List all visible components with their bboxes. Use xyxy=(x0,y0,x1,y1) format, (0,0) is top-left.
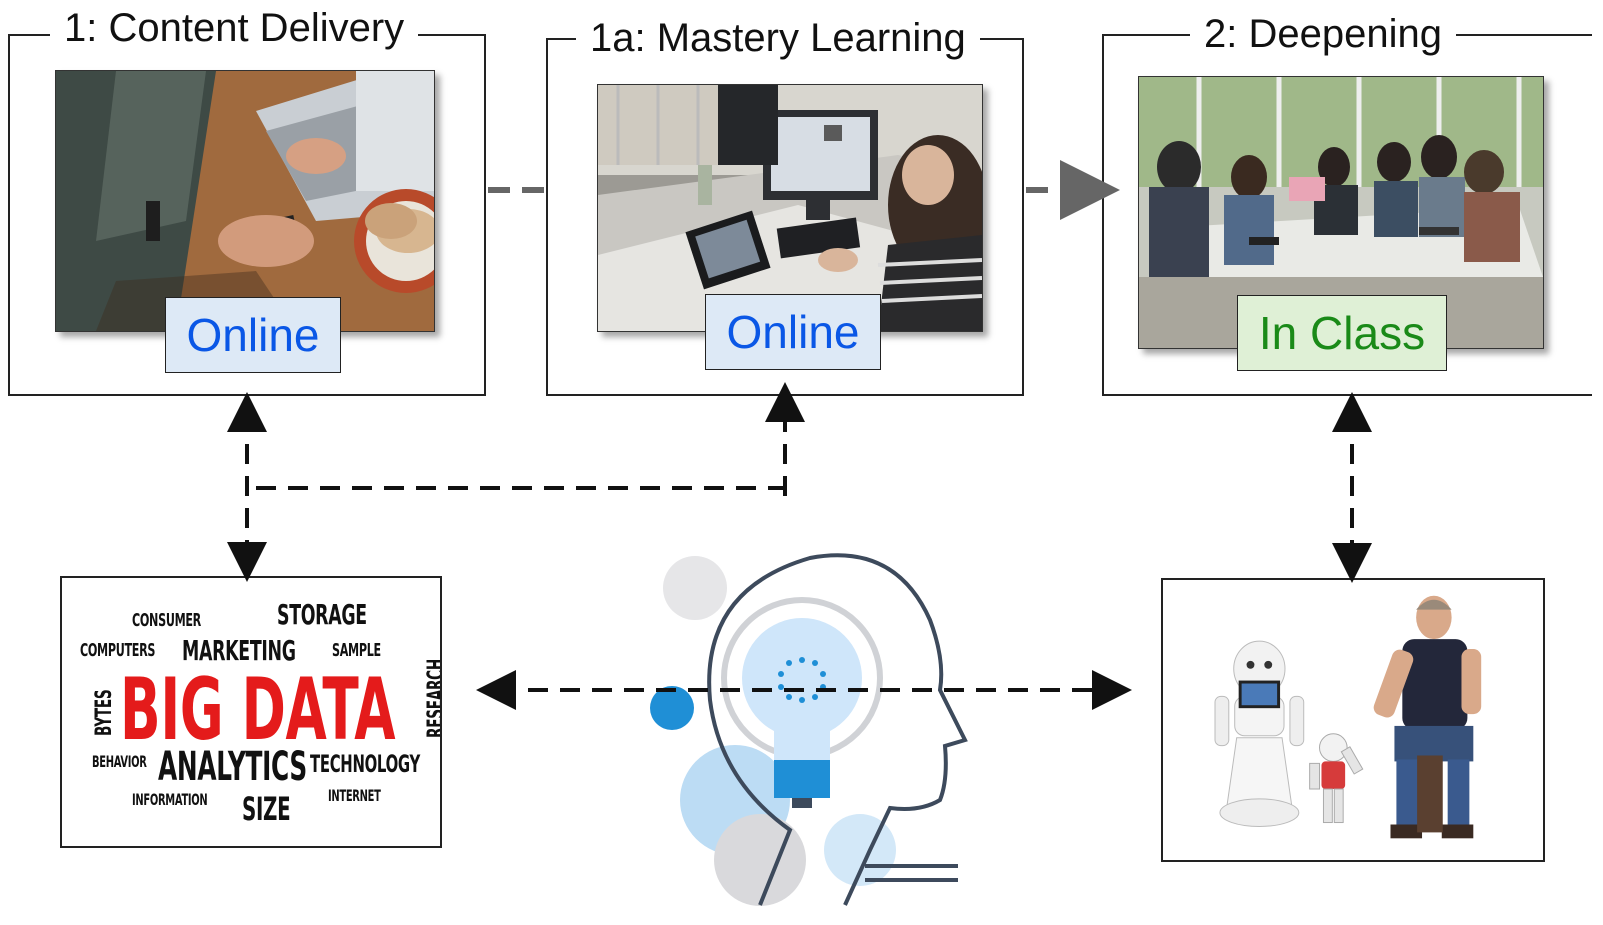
stage-1a-online-tag: Online xyxy=(705,294,881,370)
lab-computer-tablet-photo xyxy=(597,84,983,332)
word-storage: STORAGE xyxy=(277,598,367,631)
word-internet: INTERNET xyxy=(328,786,381,805)
word-computers: COMPUTERS xyxy=(80,640,156,661)
word-analytics: ANALYTICS xyxy=(158,744,307,790)
stage-2-title: 2: Deepening xyxy=(1190,12,1456,56)
word-size: SIZE xyxy=(242,790,291,828)
word-behavior: BEHAVIOR xyxy=(92,752,147,771)
word-research: RESEARCH xyxy=(424,659,442,738)
word-bytes: BYTES xyxy=(92,689,117,736)
word-information: INFORMATION xyxy=(132,790,208,809)
word-consumer: CONSUMER xyxy=(132,610,201,631)
stage-1-online-tag: Online xyxy=(165,297,341,373)
stage-2-inclass-tag: In Class xyxy=(1237,295,1447,371)
ai-head-lightbulb-icon xyxy=(650,553,968,906)
robots-and-teacher-photo xyxy=(1161,578,1545,862)
big-data-word-cloud: CONSUMER STORAGE COMPUTERS MARKETING SAM… xyxy=(60,576,442,848)
laptop-coffee-photo xyxy=(55,70,435,332)
stage-1a-title: 1a: Mastery Learning xyxy=(576,16,980,60)
word-big-data: BIG DATA xyxy=(120,660,396,760)
stage-1-title: 1: Content Delivery xyxy=(50,6,419,50)
word-sample: SAMPLE xyxy=(332,640,381,661)
word-technology: TECHNOLOGY xyxy=(310,750,420,778)
word-marketing: MARKETING xyxy=(182,634,296,667)
